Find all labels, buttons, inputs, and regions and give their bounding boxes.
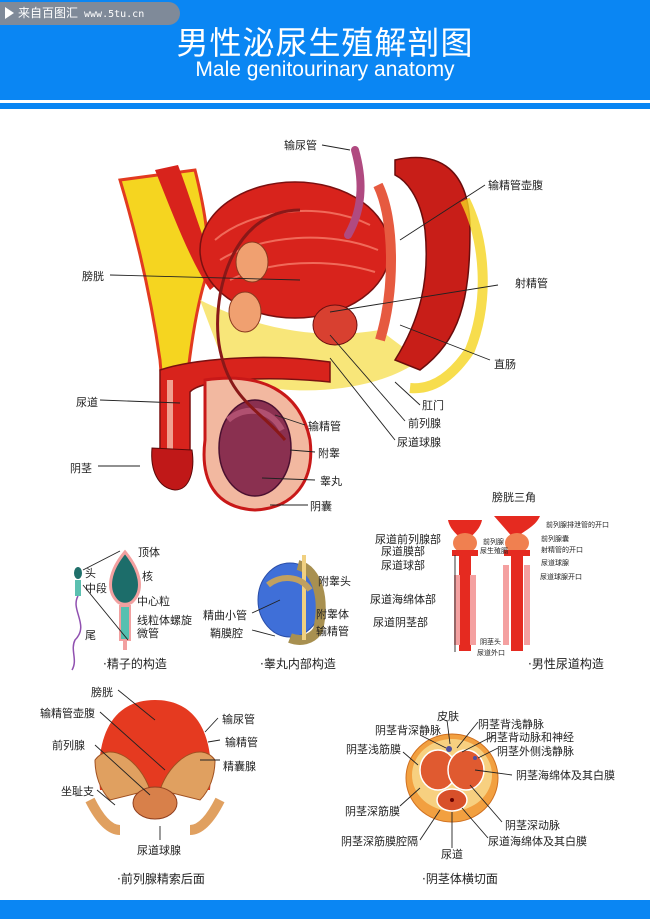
sperm-diagram [71, 549, 141, 671]
label-scrotum: 阴囊 [310, 500, 332, 513]
label-midpiece: 中段 [85, 582, 107, 595]
label-corpus-cavernosum: 阴茎海绵体及其白膜 [516, 769, 615, 782]
watermark-badge[interactable]: 来自百图汇 www.5tu.cn [0, 2, 180, 25]
label-ampulla: 输精管壶腹 [488, 179, 543, 192]
label-deep-artery: 阴茎深动脉 [505, 819, 560, 832]
prostate-shape [312, 304, 358, 346]
label-penile-urethra: 尿道 [441, 848, 463, 861]
pubic-bone [235, 241, 269, 283]
label-external-orifice: 尿道外口 [477, 649, 505, 657]
label-prostatic-duct-opening: 前列腺排泄管的开口 [546, 521, 609, 529]
label-seminiferous-tubule: 精曲小管 [203, 609, 247, 622]
label-superficial-fascia: 阴茎浅筋膜 [346, 743, 401, 756]
testis-shape [218, 399, 292, 497]
label-vas-deferens-back: 输精管 [225, 736, 258, 749]
label-anus: 肛门 [422, 399, 444, 412]
label-bulbourethral-gland: 尿道球腺 [397, 436, 441, 449]
caption-penis-section: ·阴茎体横切面 [422, 872, 498, 886]
label-nucleus: 核 [142, 570, 153, 583]
label-penis: 阴茎 [70, 462, 92, 475]
label-testis: 睾丸 [320, 475, 342, 488]
label-bladder: 膀胱 [82, 270, 104, 283]
caption-prostate-back: ·前列腺精索后面 [117, 872, 205, 886]
label-epididymis: 附睾 [318, 447, 340, 460]
label-dorsal-artery-nerve: 阴茎背动脉和神经 [486, 731, 574, 744]
label-tail: 尾 [85, 629, 96, 642]
label-trigone: 膀胱三角 [492, 491, 536, 504]
label-membranous-part: 尿道膜部 [381, 545, 425, 558]
label-ureter-back: 输尿管 [222, 713, 255, 726]
label-ischial-ramus: 坐耻支 [61, 785, 94, 798]
urethra-diagram [448, 516, 540, 652]
label-lateral-superficial-vein: 阴茎外侧浅静脉 [497, 745, 574, 758]
rectum-shape [393, 156, 471, 371]
label-vas-deferens: 输精管 [308, 420, 341, 433]
label-epididymis-head: 附睾头 [318, 575, 351, 588]
label-acrosome: 顶体 [138, 546, 160, 559]
label-ejaculatory-opening: 射精管的开口 [541, 546, 583, 554]
caption-sperm: ·精子的构造 [103, 657, 167, 671]
glans-shape [151, 447, 194, 491]
label-utricle: 前列腺囊 [541, 535, 569, 543]
label-microtubule: 微管 [137, 627, 159, 640]
label-rectum: 直肠 [494, 358, 516, 371]
label-prostate-small: 前列腺 [483, 538, 504, 546]
label-epididymis-body: 附睾体 [316, 608, 349, 621]
label-urogenital-diaphragm: 尿生殖膈 [480, 547, 508, 555]
label-bulbourethral-gland-small: 尿道球腺 [541, 559, 569, 567]
caption-testis-internal: ·睾丸内部构造 [260, 657, 336, 671]
label-bulbourethral-back: 尿道球腺 [137, 844, 181, 857]
header-banner: 男性泌尿生殖解剖图 Male genitourinary anatomy [0, 0, 650, 100]
caption-urethra: ·男性尿道构造 [528, 657, 604, 671]
main-sagittal-diagram [118, 146, 488, 512]
label-prostatic-part: 尿道前列腺部 [375, 533, 441, 546]
page-title: 男性泌尿生殖解剖图 [176, 24, 474, 62]
play-icon [5, 7, 14, 19]
label-ejaculatory-duct: 射精管 [515, 277, 548, 290]
label-bladder-back: 膀胱 [91, 686, 113, 699]
label-vas-deferens-small: 输精管 [316, 625, 349, 638]
label-sperm-head: 头 [85, 567, 96, 580]
penis-section-diagram [399, 719, 513, 848]
footer-banner [0, 900, 650, 919]
label-deep-fascia: 阴茎深筋膜 [345, 805, 400, 818]
label-mitochondria: 线粒体螺旋 [137, 614, 192, 627]
label-corpus-spongiosum: 尿道海绵体及其白膜 [488, 835, 587, 848]
watermark-url: www.5tu.cn [84, 9, 145, 20]
testis-internal-diagram [251, 555, 326, 645]
header-divider [0, 103, 650, 109]
label-glans: 阴茎头 [480, 638, 501, 646]
label-deep-dorsal-vein: 阴茎背深静脉 [375, 724, 441, 737]
prostate-back-diagram [85, 689, 225, 840]
label-bulbous-part: 尿道球部 [381, 559, 425, 572]
label-septum: 阴茎深筋膜腔隔 [341, 835, 418, 848]
vas-deferens-shape [216, 208, 301, 441]
label-prostate-back: 前列腺 [52, 739, 85, 752]
ureter-shape [344, 146, 365, 239]
label-prostate: 前列腺 [408, 417, 441, 430]
label-ampulla-back: 输精管壶腹 [40, 707, 95, 720]
watermark-text: 来自百图汇 [18, 6, 79, 20]
label-spongy-part: 尿道海绵体部 [370, 593, 436, 606]
label-urethra: 尿道 [76, 396, 98, 409]
label-bulbourethral-opening: 尿道球腺开口 [540, 573, 582, 581]
label-penile-part: 尿道阴茎部 [373, 616, 428, 629]
main-leader-lines [98, 144, 499, 506]
label-ureter: 输尿管 [284, 139, 317, 152]
label-centriole: 中心粒 [137, 595, 170, 608]
label-skin: 皮肤 [437, 710, 459, 723]
page-subtitle: Male genitourinary anatomy [195, 58, 455, 81]
label-vaginal-cavity: 鞘膜腔 [210, 627, 243, 640]
label-seminal-vesicle: 精囊腺 [223, 760, 256, 773]
label-superficial-dorsal-vein: 阴茎背浅静脉 [478, 718, 544, 731]
